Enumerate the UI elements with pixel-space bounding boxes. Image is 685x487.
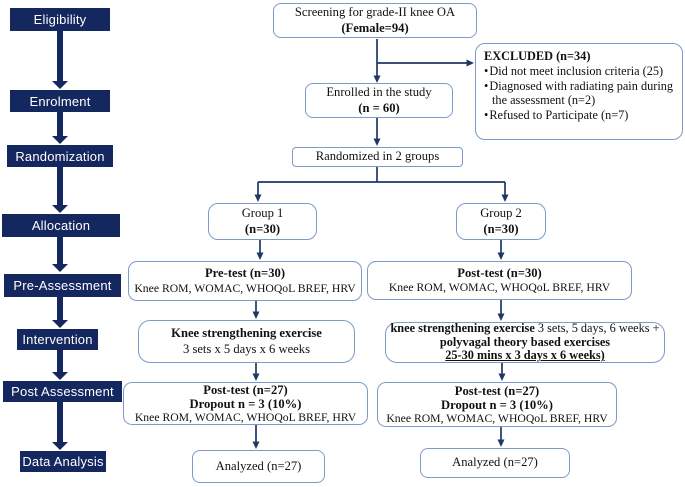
pretest-group2-title: Post-test (n=30) — [457, 265, 542, 280]
stage-label: Post Assessment — [11, 384, 114, 399]
analyzed-group1-box: Analyzed (n=27) — [192, 450, 325, 483]
intervention-group2-plain: 3 sets, 5 days, 6 weeks + — [534, 321, 660, 336]
randomized-box: Randomized in 2 groups — [292, 147, 463, 167]
stage-allocation: Allocation — [2, 214, 120, 237]
stage-label: Eligibility — [33, 12, 87, 27]
pretest-group2-box: Post-test (n=30) Knee ROM, WOMAC, WHOQoL… — [367, 261, 632, 300]
excluded-reason: Did not meet inclusion criteria (25) — [484, 64, 675, 79]
group2-title: Group 2 — [480, 206, 522, 221]
excluded-box: EXCLUDED (n=34) Did not meet inclusion c… — [475, 43, 683, 140]
intervention-group2-bold1: knee strengthening exercise — [390, 321, 535, 336]
group2-box: Group 2 (n=30) — [456, 203, 546, 240]
stage-enrolment: Enrolment — [10, 90, 110, 112]
screening-count: (Female=94) — [341, 20, 409, 35]
randomized-text: Randomized in 2 groups — [315, 149, 440, 164]
stage-pre-assessment: Pre-Assessment — [4, 274, 121, 297]
intervention-group2-bold2: polyvagal theory based exercises — [439, 334, 611, 349]
pretest-group2-measures: Knee ROM, WOMAC, WHOQoL BREF, HRV — [388, 281, 611, 295]
posttest-group1-measures: Knee ROM, WOMAC, WHOQoL BREF, HRV — [134, 411, 357, 425]
excluded-reason: Refused to Participate (n=7) — [484, 108, 675, 123]
stage-label: Allocation — [31, 218, 91, 233]
group2-count: (n=30) — [483, 221, 519, 236]
stage-label: Data Analysis — [22, 454, 104, 469]
group1-title: Group 1 — [241, 206, 284, 221]
posttest-group1-dropout: Dropout n = 3 (10%) — [189, 396, 302, 411]
stage-randomization: Randomization — [7, 145, 113, 167]
stage-post-assessment: Post Assessment — [3, 381, 122, 402]
enrolled-count: (n = 60) — [358, 100, 400, 115]
pretest-group1-measures: Knee ROM, WOMAC, WHOQoL BREF, HRV — [134, 281, 356, 295]
posttest-group1-title: Post-test (n=27) — [203, 382, 288, 397]
screening-text: Screening for grade-II knee OA — [294, 5, 456, 20]
excluded-title: EXCLUDED (n=34) — [484, 49, 591, 63]
posttest-group2-measures: Knee ROM, WOMAC, WHOQoL BREF, HRV — [386, 412, 608, 426]
group1-box: Group 1 (n=30) — [208, 203, 317, 240]
intervention-group2-text: knee strengthening exercise 3 sets, 5 da… — [390, 321, 660, 349]
enrolled-box: Enrolled in the study (n = 60) — [305, 83, 453, 118]
screening-box: Screening for grade-II knee OA (Female=9… — [273, 3, 477, 38]
stage-label: Pre-Assessment — [13, 278, 112, 293]
pretest-group1-box: Pre-test (n=30) Knee ROM, WOMAC, WHOQoL … — [128, 261, 362, 301]
analyzed-group1-text: Analyzed (n=27) — [215, 458, 302, 473]
intervention-group1-dose: 3 sets x 5 days x 6 weeks — [183, 341, 310, 356]
pretest-group1-title: Pre-test (n=30) — [204, 266, 286, 281]
stage-data-analysis: Data Analysis — [20, 451, 106, 472]
posttest-group2-title: Post-test (n=27) — [454, 383, 540, 398]
intervention-group1-title: Knee strengthening exercise — [171, 326, 322, 341]
posttest-group1-box: Post-test (n=27) Dropout n = 3 (10%) Kne… — [123, 382, 368, 425]
stage-label: Intervention — [22, 332, 93, 347]
intervention-group2-box: knee strengthening exercise 3 sets, 5 da… — [385, 321, 665, 363]
group1-count: (n=30) — [244, 221, 281, 236]
enrolled-text: Enrolled in the study — [326, 85, 432, 100]
posttest-group2-dropout: Dropout n = 3 (10%) — [441, 397, 553, 412]
intervention-group1-box: Knee strengthening exercise 3 sets x 5 d… — [138, 320, 355, 363]
stage-label: Enrolment — [29, 93, 91, 109]
analyzed-group2-text: Analyzed (n=27) — [452, 455, 538, 470]
excluded-reason: Diagnosed with radiating pain during the… — [484, 79, 675, 109]
excluded-reason-list: Did not meet inclusion criteria (25) Dia… — [484, 64, 675, 123]
posttest-group2-box: Post-test (n=27) Dropout n = 3 (10%) Kne… — [377, 382, 617, 427]
stage-eligibility: Eligibility — [10, 8, 110, 31]
stage-label: Randomization — [15, 148, 105, 164]
analyzed-group2-box: Analyzed (n=27) — [420, 448, 570, 478]
stage-intervention: Intervention — [17, 329, 98, 350]
intervention-group2-dose: 25-30 mins x 3 days x 6 weeks) — [445, 348, 605, 363]
